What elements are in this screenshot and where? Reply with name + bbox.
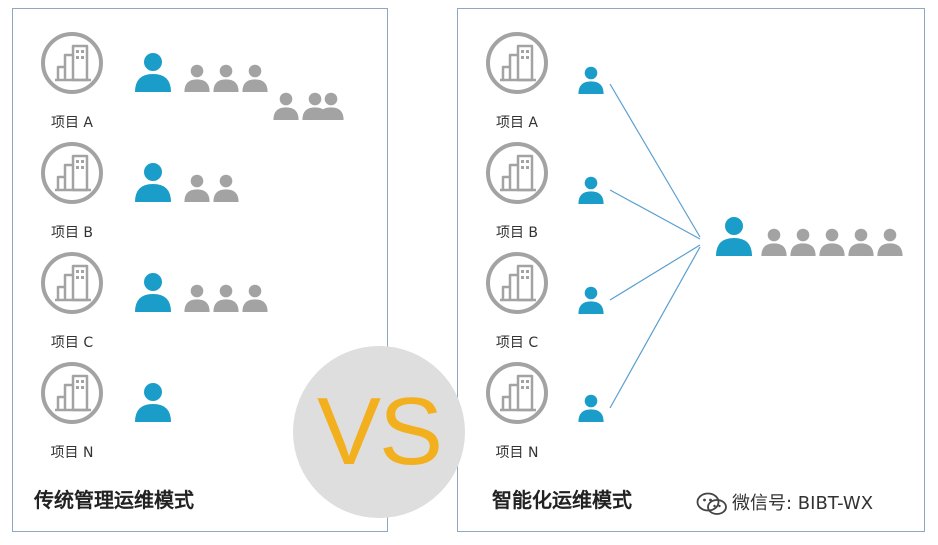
project-label: 项目 N	[50, 445, 94, 461]
project-label: 项目 C	[495, 335, 539, 351]
manager-person-icon	[577, 66, 605, 94]
project-label: 项目 B	[50, 225, 94, 241]
building-icon	[486, 362, 548, 424]
project-label: 项目 B	[495, 225, 539, 241]
project-label: 项目 A	[50, 115, 94, 131]
staff-person-icon	[789, 228, 817, 256]
central-manager-person-icon	[714, 216, 754, 256]
wechat-icon	[696, 492, 727, 515]
project-label: 项目 C	[50, 335, 94, 351]
building-icon	[41, 252, 103, 314]
staff-person-icon	[760, 228, 788, 256]
manager-person-icon	[577, 286, 605, 314]
traditional-mode-title: 传统管理运维模式	[34, 488, 194, 512]
building-icon	[486, 252, 548, 314]
intelligent-mode-title: 智能化运维模式	[492, 488, 632, 512]
project-label: 项目 N	[495, 445, 539, 461]
wechat-id-text: 微信号: BIBT-WX	[732, 493, 874, 514]
staff-person-icon	[847, 228, 875, 256]
project-label: 项目 A	[495, 115, 539, 131]
building-icon	[486, 32, 548, 94]
vs-text: VS	[316, 378, 443, 485]
staff-person-icon	[818, 228, 846, 256]
vs-badge: VS	[293, 346, 465, 518]
manager-person-icon	[577, 394, 605, 422]
building-icon	[41, 142, 103, 204]
staff-person-icon	[876, 228, 904, 256]
building-icon	[41, 32, 103, 94]
building-icon	[486, 142, 548, 204]
manager-person-icon	[577, 176, 605, 204]
building-icon	[41, 362, 103, 424]
